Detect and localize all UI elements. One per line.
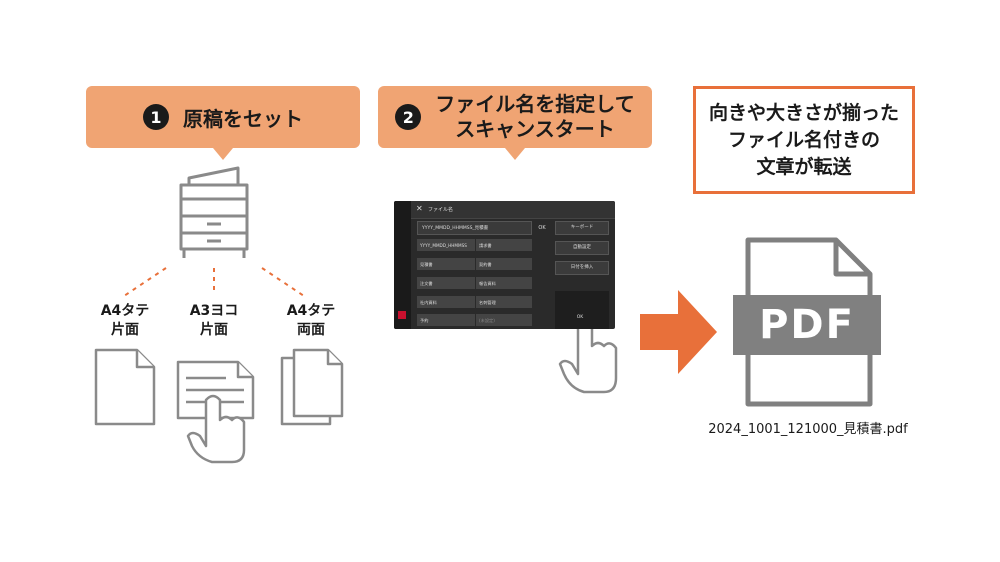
step2-bubble-tail bbox=[505, 148, 525, 160]
transfer-arrow bbox=[640, 290, 717, 374]
doc-label-3-line1: A4タテ bbox=[286, 303, 336, 319]
result-box: 向きや大きさが揃った ファイル名付きの 文章が転送 bbox=[693, 86, 915, 194]
screen-brand-mark bbox=[398, 311, 406, 319]
insert-date-button[interactable]: 日付を挿入 bbox=[555, 261, 609, 275]
preset-cell[interactable]: 社内資料 bbox=[417, 296, 475, 309]
hand-pointer-icon bbox=[186, 394, 246, 464]
pdf-badge-text: PDF bbox=[759, 302, 855, 348]
preset-cell[interactable]: YYYY_MMDD_HHMMSS bbox=[417, 239, 475, 252]
step1-bubble: 1 原稿をセット bbox=[86, 86, 360, 160]
screen-action-area bbox=[555, 291, 609, 329]
filename-input[interactable]: YYYY_MMDD_HHMMSS_見積書 bbox=[417, 221, 532, 235]
step1-bubble-tail bbox=[213, 148, 233, 160]
keyboard-button[interactable]: キーボード bbox=[555, 221, 609, 235]
dotted-connectors bbox=[123, 267, 305, 297]
doc-label-3: A4タテ 両面 bbox=[276, 302, 346, 340]
step2-line1: ファイル名を指定して bbox=[435, 92, 635, 116]
document-icon-a3-landscape bbox=[176, 360, 255, 420]
pdf-filename: 2024_1001_121000_見積書.pdf bbox=[708, 422, 908, 437]
step2-number: 2 bbox=[395, 104, 422, 130]
doc-label-1-line1: A4タテ bbox=[100, 303, 150, 319]
preset-cell[interactable]: (未設定) bbox=[476, 314, 532, 327]
preset-cell[interactable]: 予約 bbox=[417, 314, 475, 327]
result-line1: 向きや大きさが揃った bbox=[708, 101, 899, 124]
doc-label-2: A3ヨコ 片面 bbox=[179, 302, 249, 340]
hand-tap-icon bbox=[558, 320, 618, 394]
printer-icon bbox=[179, 166, 249, 258]
doc-label-3-line2: 両面 bbox=[297, 322, 325, 338]
step2-bubble: 2 ファイル名を指定して スキャンスタート bbox=[378, 86, 652, 160]
step2-line2: スキャンスタート bbox=[455, 117, 615, 141]
preset-cell[interactable]: 請求書 bbox=[476, 239, 532, 252]
document-icon-a4-duplex bbox=[280, 348, 344, 426]
doc-label-2-line1: A3ヨコ bbox=[189, 303, 239, 319]
step1-number: 1 bbox=[143, 104, 169, 130]
preset-cell[interactable]: 名刺管理 bbox=[476, 296, 532, 309]
screen-header bbox=[411, 201, 615, 219]
auto-setting-toggle[interactable]: 自動設定 bbox=[555, 241, 609, 255]
step2-text: ファイル名を指定して スキャンスタート bbox=[435, 92, 634, 142]
document-icon-a4-portrait bbox=[94, 348, 156, 426]
preset-cell[interactable]: 注文書 bbox=[417, 277, 475, 290]
screen-title: ファイル名 bbox=[428, 207, 454, 213]
ok-button[interactable]: OK bbox=[576, 315, 584, 320]
result-line2: ファイル名付きの bbox=[727, 128, 880, 151]
doc-label-1-line2: 片面 bbox=[111, 322, 139, 338]
doc-label-1: A4タテ 片面 bbox=[90, 302, 160, 340]
pdf-badge-band bbox=[733, 295, 881, 355]
preset-cell[interactable]: 契約書 bbox=[476, 258, 532, 271]
step1-label: 原稿をセット bbox=[183, 106, 303, 131]
doc-label-2-line2: 片面 bbox=[200, 322, 228, 338]
preset-cell[interactable]: 見積書 bbox=[417, 258, 475, 271]
touch-panel-screen: ✕ ファイル名 YYYY_MMDD_HHMMSS_見積書 OK YYYY_MMD… bbox=[394, 201, 615, 329]
screen-side-rail bbox=[394, 201, 411, 329]
result-line3: 文章が転送 bbox=[756, 155, 852, 178]
preset-cell[interactable]: 報告資料 bbox=[476, 277, 532, 290]
close-icon[interactable]: ✕ bbox=[416, 204, 423, 213]
screen-ok-small[interactable]: OK bbox=[538, 225, 546, 231]
